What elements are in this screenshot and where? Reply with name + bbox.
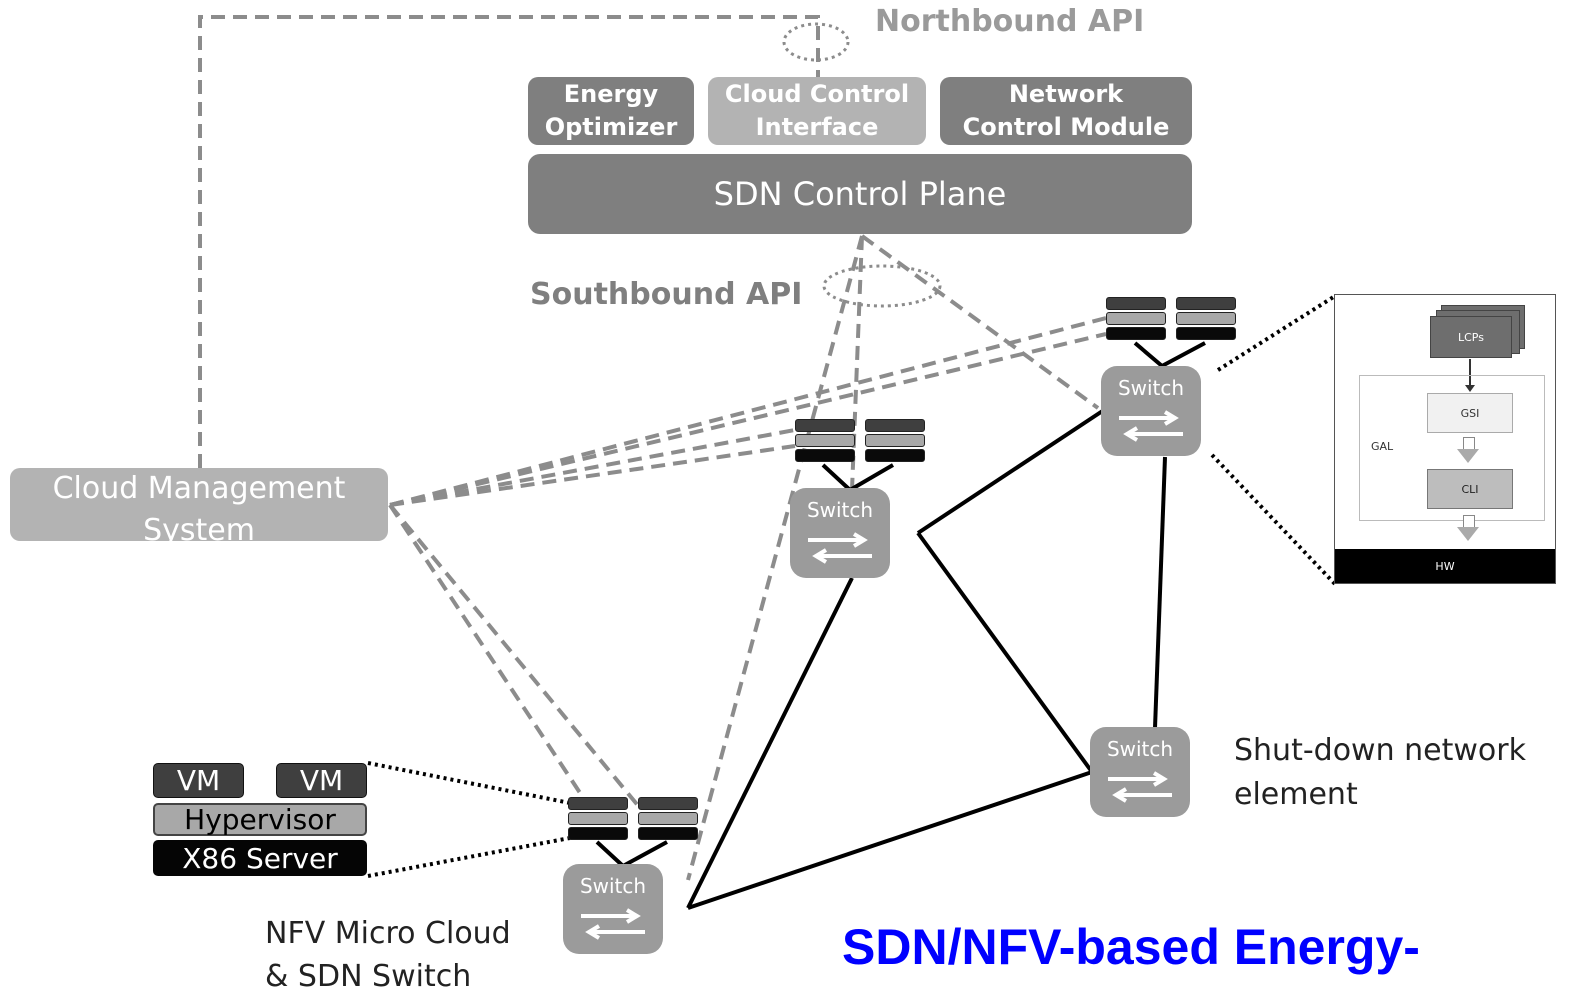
link-mid-stack (821, 463, 895, 493)
link-sw-mid-bottom (686, 577, 854, 909)
vm-box-2: VM (276, 763, 367, 798)
cms-link-2 (389, 332, 1107, 507)
shutdown-element-label: Shut-down network element (1234, 729, 1526, 817)
hypervisor-box: Hypervisor (153, 803, 367, 836)
switch-label: Switch (579, 874, 647, 898)
southbound-api-label: Southbound API (530, 277, 803, 312)
link-sw-bottom-right (687, 770, 1093, 910)
energy-optimizer-line2: Optimizer (544, 113, 678, 141)
detail-panel: LCPs GAL GSI CLI HW (1334, 294, 1556, 584)
vm-zoom-top (367, 761, 571, 805)
link-sw-top-right (1153, 456, 1167, 729)
southbound-ellipse (822, 264, 942, 308)
switch-middle: Switch (790, 488, 890, 578)
nfv-line1: NFV Micro Cloud (265, 916, 511, 951)
network-control-module-box: Network Control Module (940, 77, 1192, 145)
link-top-stack (1133, 341, 1206, 369)
cms-link-6 (388, 503, 642, 810)
server-stack-top-2 (1176, 297, 1236, 342)
server-stack-bottom-2 (638, 797, 698, 842)
link-sw-mid-top (916, 408, 1106, 535)
gal-label: GAL (1371, 440, 1394, 453)
shutdown-line2: element (1234, 777, 1358, 812)
switch-nfv: Switch (563, 864, 663, 954)
switch-arrows-icon (1108, 771, 1172, 803)
nfv-micro-cloud-label: NFV Micro Cloud & SDN Switch (265, 912, 511, 998)
zoom-line-top (1216, 294, 1337, 372)
gsi-down-arrowhead (1457, 449, 1479, 463)
switch-arrows-icon (808, 532, 872, 564)
energy-optimizer-box: Energy Optimizer (528, 77, 694, 145)
switch-label: Switch (806, 498, 874, 522)
northbound-api-label: Northbound API (875, 4, 1145, 39)
sb-link-top (860, 234, 1100, 410)
cms-link-5 (388, 503, 592, 810)
slide-title: SDN/NFV-based Energy- (842, 919, 1420, 975)
switch-shutdown: Switch (1090, 727, 1190, 817)
cloud-control-line1: Cloud Control (724, 80, 910, 108)
sb-link-mid (850, 235, 864, 491)
zoom-line-bottom (1210, 453, 1337, 586)
switch-arrows-icon (1119, 410, 1183, 442)
lcps-box: LCPs (1430, 316, 1512, 358)
vm-zoom-bottom (367, 836, 571, 878)
sb-link-bottom (686, 235, 864, 881)
link-bottom-stack (595, 840, 668, 869)
cloud-management-system: Cloud Management System (10, 468, 388, 541)
link-sw-mid-right (916, 531, 1094, 774)
cms-northbound-link (198, 15, 820, 468)
northbound-ellipse (782, 22, 850, 62)
nfv-line2: & SDN Switch (265, 959, 472, 994)
server-stack-mid-2 (865, 419, 925, 464)
server-stack-mid-1 (795, 419, 855, 464)
switch-top-right: Switch (1101, 366, 1201, 456)
switch-label: Switch (1117, 376, 1185, 400)
cloud-control-interface-box: Cloud Control Interface (708, 77, 926, 145)
cloud-control-line2: Interface (755, 113, 879, 141)
hw-bar: HW (1335, 549, 1555, 583)
gsi-box: GSI (1427, 393, 1513, 433)
network-control-line1: Network (1008, 80, 1124, 108)
lcps-arrow (1469, 359, 1471, 387)
lcps-arrowhead (1465, 385, 1475, 392)
cli-down-arrowhead (1457, 527, 1479, 541)
switch-label: Switch (1106, 737, 1174, 761)
vm-box-1: VM (153, 763, 244, 798)
x86-server-box: X86 Server (153, 840, 367, 876)
network-control-line2: Control Module (962, 113, 1170, 141)
cms-link-4 (389, 444, 796, 507)
cms-line1: Cloud Management (52, 470, 346, 506)
switch-arrows-icon (581, 908, 645, 940)
cms-link-1 (389, 316, 1107, 507)
shutdown-line1: Shut-down network (1234, 733, 1526, 768)
cli-box: CLI (1427, 469, 1513, 509)
cms-link-3 (389, 428, 796, 507)
gal-container (1359, 375, 1545, 521)
server-stack-bottom-1 (568, 797, 628, 842)
cms-line2: System (143, 512, 255, 542)
sdn-control-plane: SDN Control Plane (528, 154, 1192, 234)
server-stack-top-1 (1106, 297, 1166, 342)
energy-optimizer-line1: Energy (563, 80, 659, 108)
